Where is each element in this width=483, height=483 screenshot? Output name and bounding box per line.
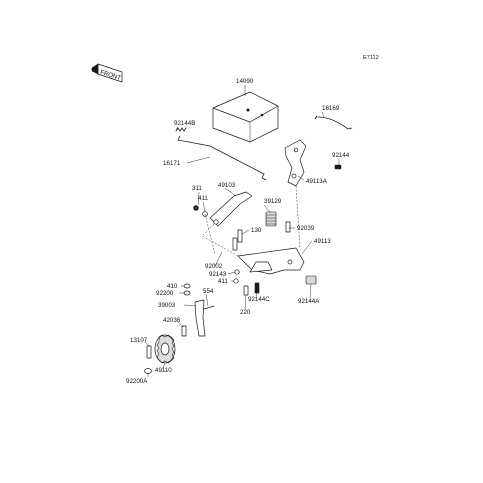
label-411-mid: 411 (218, 278, 228, 285)
part-arm-39003 (194, 299, 206, 337)
part-spring-92144c (254, 282, 260, 294)
part-washer-311 (193, 205, 199, 211)
label-92144b: 92144B (174, 120, 195, 127)
label-92143: 92143 (209, 271, 227, 278)
part-washer-92200a (144, 368, 152, 374)
part-bolts-130 (232, 229, 243, 251)
label-49113a: 49113A (306, 178, 328, 185)
part-lever-49103 (209, 191, 253, 227)
part-washer-92200 (183, 290, 191, 296)
part-bolt-42036 (181, 325, 187, 337)
label-92200: 92200 (156, 290, 174, 297)
part-bracket-49113a (284, 139, 307, 187)
part-bracket-49113 (237, 247, 305, 275)
label-411-top: 411 (198, 195, 208, 202)
label-13107: 13107 (130, 337, 148, 344)
label-49113: 49113 (314, 238, 331, 245)
part-spring-92144b (175, 127, 187, 132)
label-16171: 16171 (163, 160, 181, 167)
part-washer-411-mid (233, 278, 239, 284)
part-gear-49110 (154, 334, 176, 364)
label-92200a: 92200A (126, 378, 148, 385)
part-spring-92144 (334, 164, 342, 170)
part-rod-16171 (177, 135, 267, 181)
label-554: 554 (203, 288, 214, 295)
label-92002: 92002 (205, 263, 223, 270)
part-rod-16169 (314, 115, 353, 130)
label-49103: 49103 (218, 182, 236, 189)
part-bolt-92039 (285, 221, 291, 233)
label-220: 220 (240, 309, 251, 316)
label-39129: 39129 (264, 198, 282, 205)
label-92144a: 92144A (298, 298, 320, 305)
label-49110: 49110 (155, 367, 172, 374)
label-410: 410 (167, 283, 178, 290)
label-42036: 42036 (163, 317, 181, 324)
reference-code: E7112 (363, 55, 379, 61)
label-92144: 92144 (332, 152, 350, 159)
part-shaft-13107 (146, 345, 152, 359)
label-16169: 16169 (322, 105, 340, 112)
label-39003: 39003 (158, 302, 176, 309)
label-311: 311 (192, 185, 202, 192)
part-collar-92143 (234, 269, 240, 275)
part-bolt-220 (243, 285, 249, 296)
part-spring-92144a (305, 275, 317, 285)
part-spring-39129 (265, 211, 277, 227)
label-130: 130 (251, 227, 262, 234)
front-direction-badge: FRONT (91, 63, 123, 83)
part-washer-410 (183, 283, 191, 289)
label-92039: 92039 (297, 225, 315, 232)
part-cover-14090 (212, 91, 279, 143)
label-92144c: 92144C (248, 296, 270, 303)
label-14090: 14090 (236, 78, 254, 85)
